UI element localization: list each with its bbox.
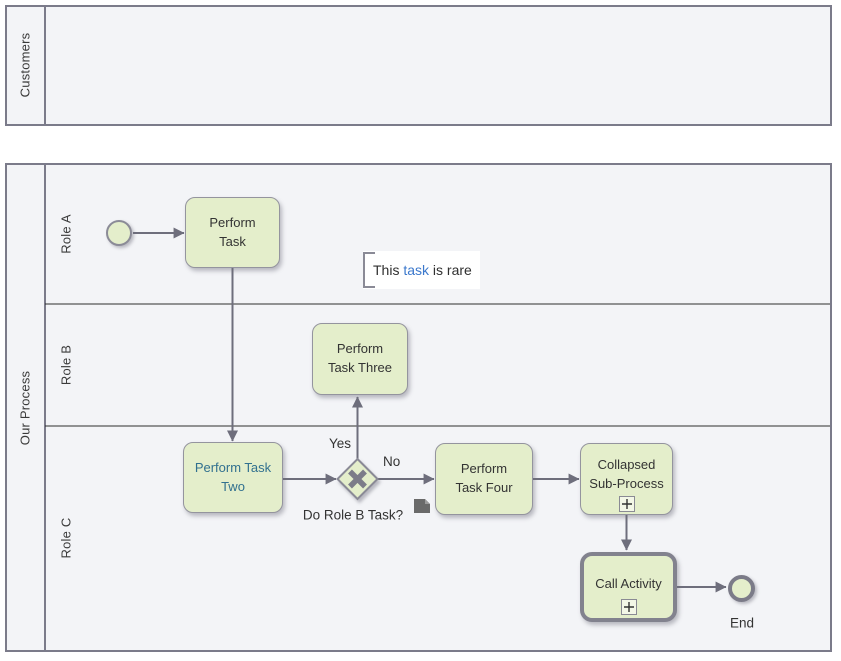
annotation-text-prefix: This [373,262,404,278]
task-perform-task-two[interactable]: Perform Task Two [183,442,283,513]
gateway-yes-label: Yes [329,436,352,451]
task-perform-task-two-label: Perform Task Two [194,459,272,494]
pool-customers-body [46,7,830,124]
task-perform-task[interactable]: Perform Task [185,197,280,268]
end-event-label: End [729,615,755,631]
pool-customers-title-band: Customers [7,7,46,124]
lane-role-b-label: Role B [58,344,74,386]
task-perform-task-three[interactable]: Perform Task Three [312,323,408,395]
pool-our-process-label: Our Process [17,370,33,446]
task-perform-task-four-label: Perform Task Four [455,461,513,495]
document-icon[interactable] [414,499,431,514]
expand-plus-icon[interactable] [618,496,635,512]
task-perform-task-four[interactable]: Perform Task Four [435,443,533,515]
pool-our-process-body [46,165,830,650]
exclusive-gateway[interactable] [336,457,379,501]
annotation-task-link[interactable]: task [403,262,430,278]
text-annotation: This task is rare [363,251,480,289]
annotation-bracket-icon [363,252,375,288]
call-activity-label: Call Activity [595,575,662,591]
collapsed-sub-process-label: Collapsed Sub-Process [589,457,664,491]
call-activity-plus-icon[interactable] [620,599,637,615]
gateway-question-label: Do Role B Task? [302,507,404,523]
start-event[interactable] [106,220,132,246]
collapsed-sub-process[interactable]: Collapsed Sub-Process [580,443,673,515]
pool-our-process-title-band: Our Process [7,165,46,650]
lane-role-a-label: Role A [58,214,74,254]
lane-role-c-label: Role C [58,517,74,559]
task-perform-task-label: Perform Task [209,214,256,249]
task-perform-task-three-label: Perform Task Three [327,341,393,375]
end-event[interactable] [728,575,755,602]
call-activity[interactable]: Call Activity [580,552,677,622]
pool-customers-label: Customers [17,32,33,98]
pool-our-process: Our Process [5,163,832,652]
gateway-no-label: No [383,454,401,469]
pool-customers: Customers [5,5,832,126]
annotation-text-suffix: is rare [429,262,472,278]
gateway-x-icon [348,469,367,489]
